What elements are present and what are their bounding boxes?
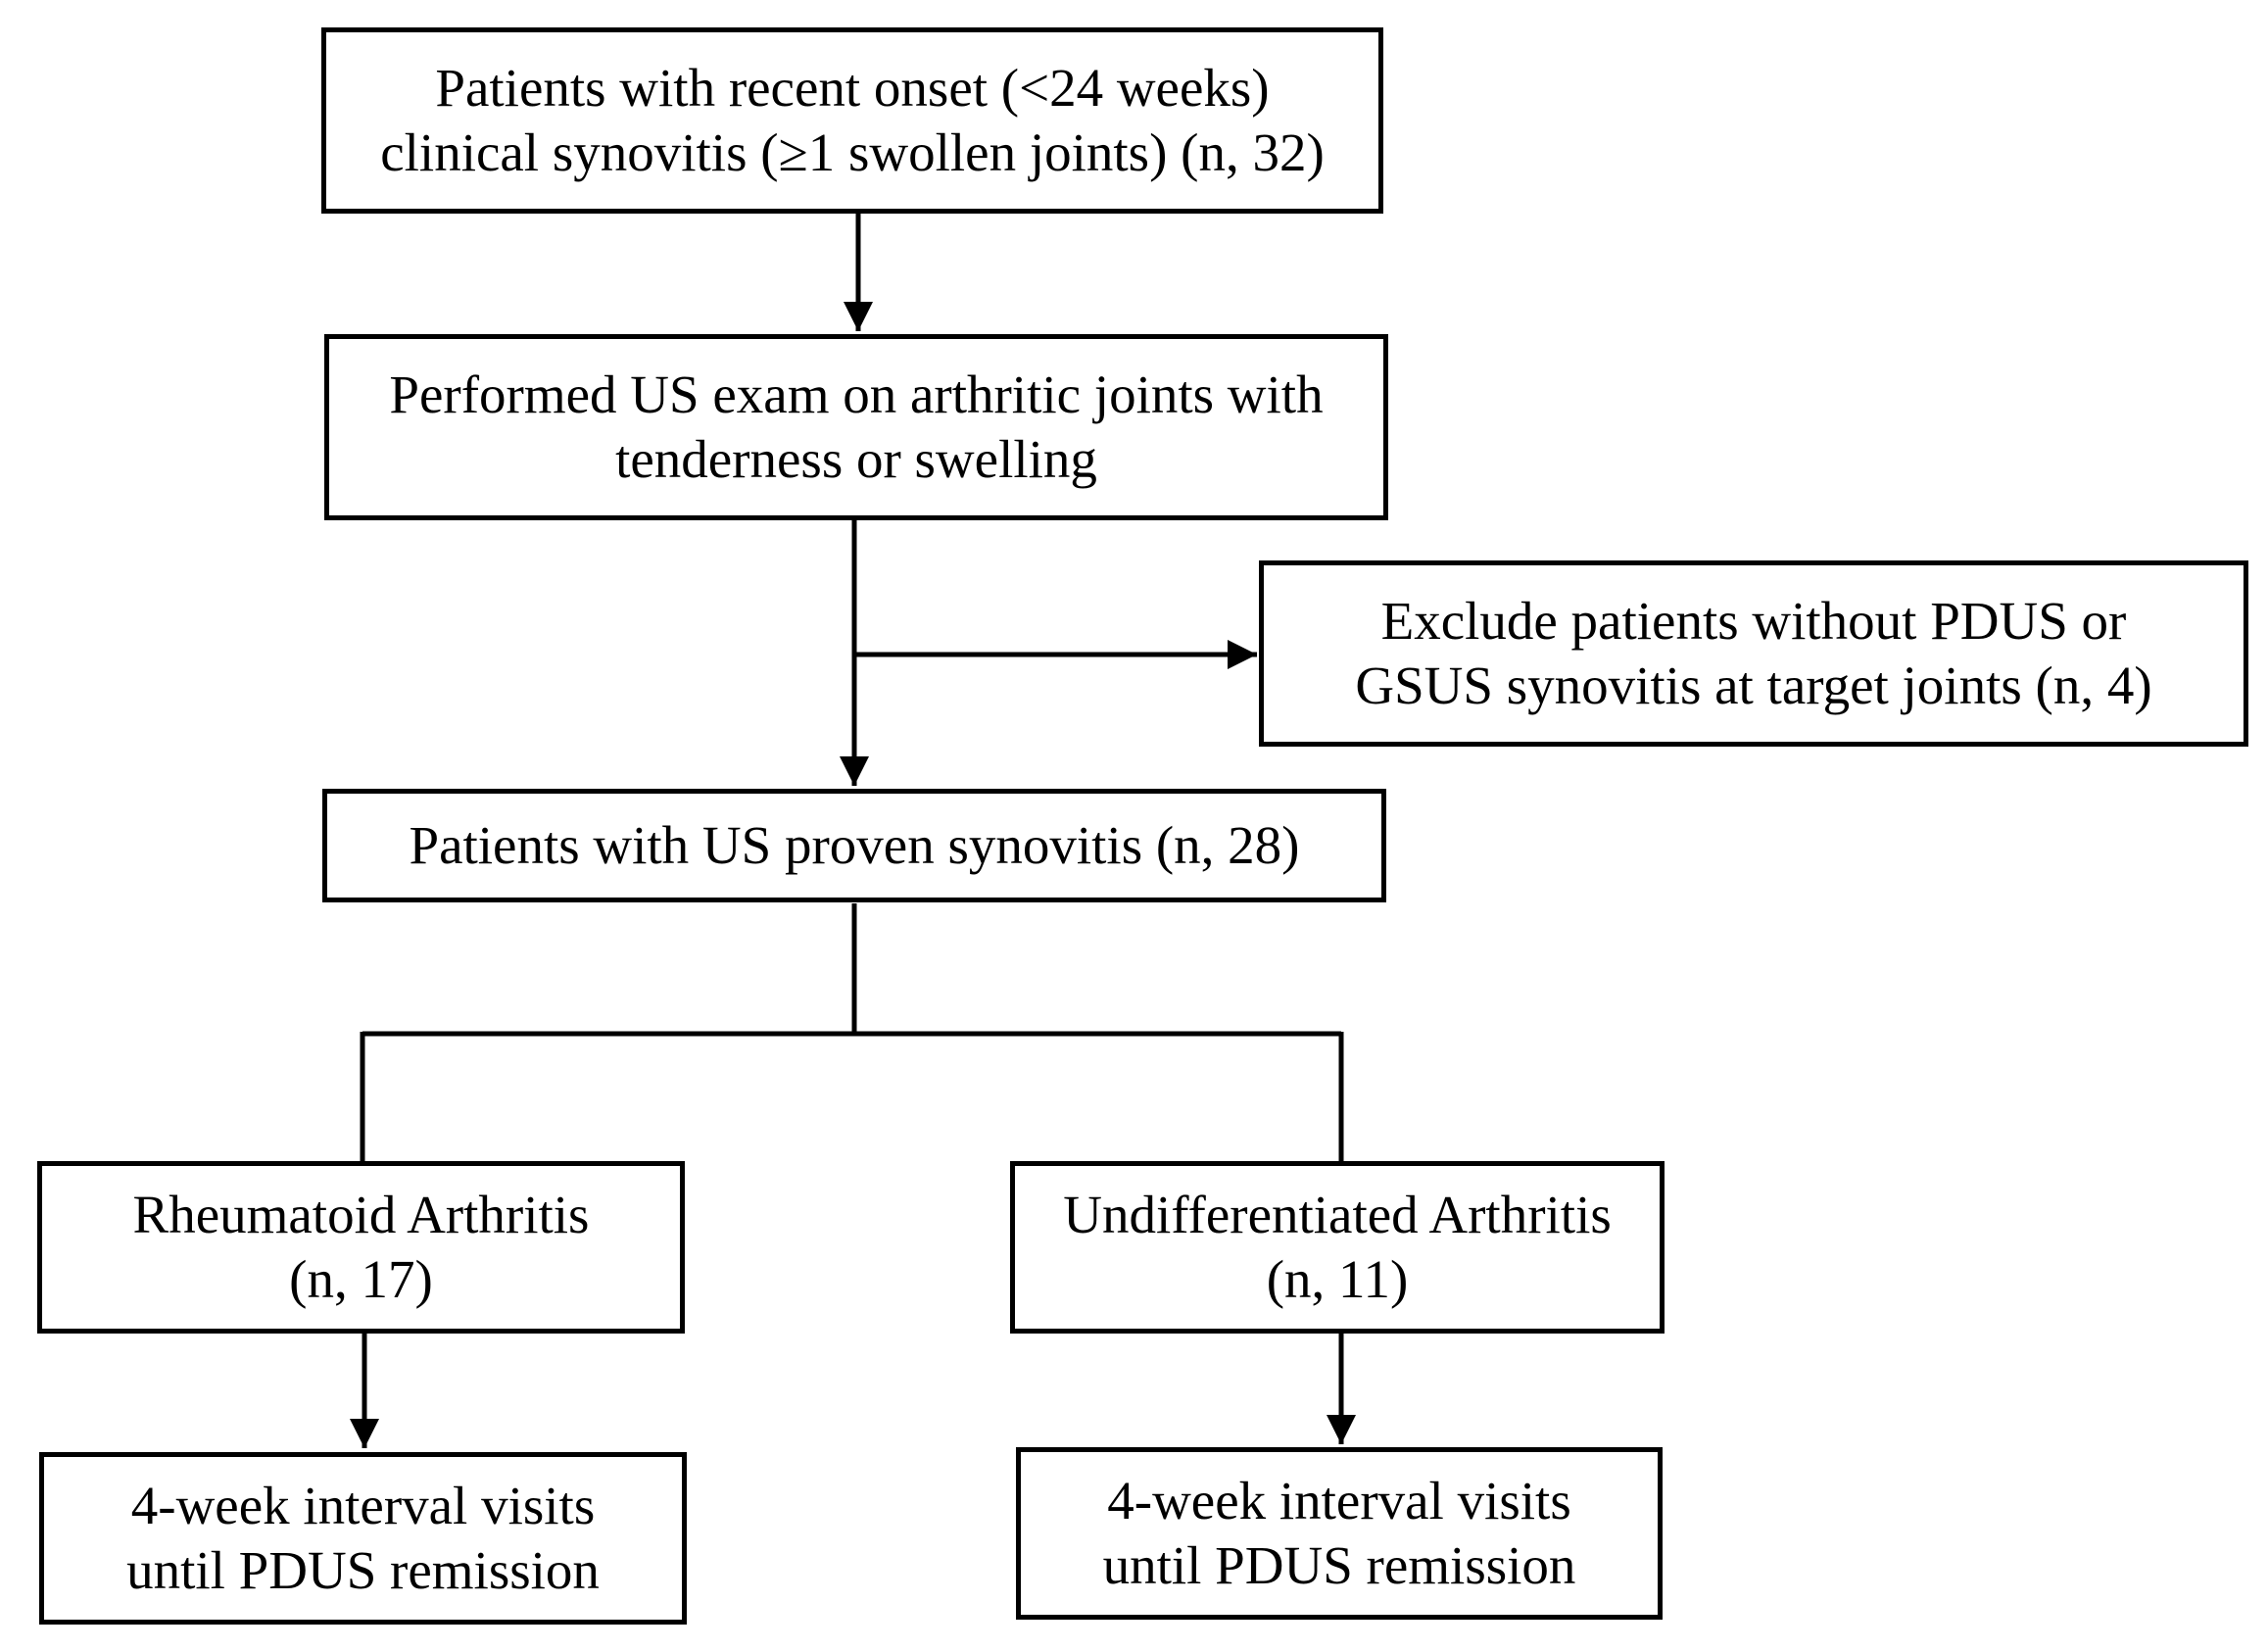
excluded-patients-box: Exclude patients without PDUS or GSUS sy…: [1259, 560, 2248, 747]
ua-followup-box: 4-week interval visits until PDUS remiss…: [1016, 1447, 1663, 1620]
rheumatoid-arthritis-label: Rheumatoid Arthritis: [132, 1185, 590, 1244]
us-proven-synovitis-label: Patients with US proven synovitis (n, 28…: [409, 815, 1300, 875]
ra-followup-box: 4-week interval visits until PDUS remiss…: [39, 1452, 687, 1625]
us-exam-line1: Performed US exam on arthritic joints wi…: [389, 364, 1324, 424]
us-proven-synovitis-box: Patients with US proven synovitis (n, 28…: [322, 789, 1386, 902]
undifferentiated-arthritis-box: Undifferentiated Arthritis (n, 11): [1010, 1161, 1665, 1334]
us-exam-box: Performed US exam on arthritic joints wi…: [324, 334, 1388, 520]
excluded-patients-line1: Exclude patients without PDUS or: [1380, 591, 2127, 651]
ra-followup-line1: 4-week interval visits: [130, 1476, 596, 1535]
excluded-patients-line2: GSUS synovitis at target joints (n, 4): [1355, 656, 2152, 715]
enrolled-patients-box: Patients with recent onset (<24 weeks) c…: [321, 27, 1383, 214]
ra-followup-line2: until PDUS remission: [126, 1540, 600, 1600]
enrolled-patients-line1: Patients with recent onset (<24 weeks): [435, 58, 1270, 118]
rheumatoid-arthritis-box: Rheumatoid Arthritis (n, 17): [37, 1161, 685, 1334]
ua-followup-line2: until PDUS remission: [1102, 1535, 1576, 1595]
undifferentiated-arthritis-count: (n, 11): [1266, 1249, 1409, 1309]
enrolled-patients-line2: clinical synovitis (≥1 swollen joints) (…: [380, 122, 1325, 182]
undifferentiated-arthritis-label: Undifferentiated Arthritis: [1063, 1185, 1612, 1244]
us-exam-line2: tenderness or swelling: [615, 429, 1097, 489]
rheumatoid-arthritis-count: (n, 17): [289, 1249, 433, 1309]
ua-followup-line1: 4-week interval visits: [1107, 1471, 1571, 1530]
